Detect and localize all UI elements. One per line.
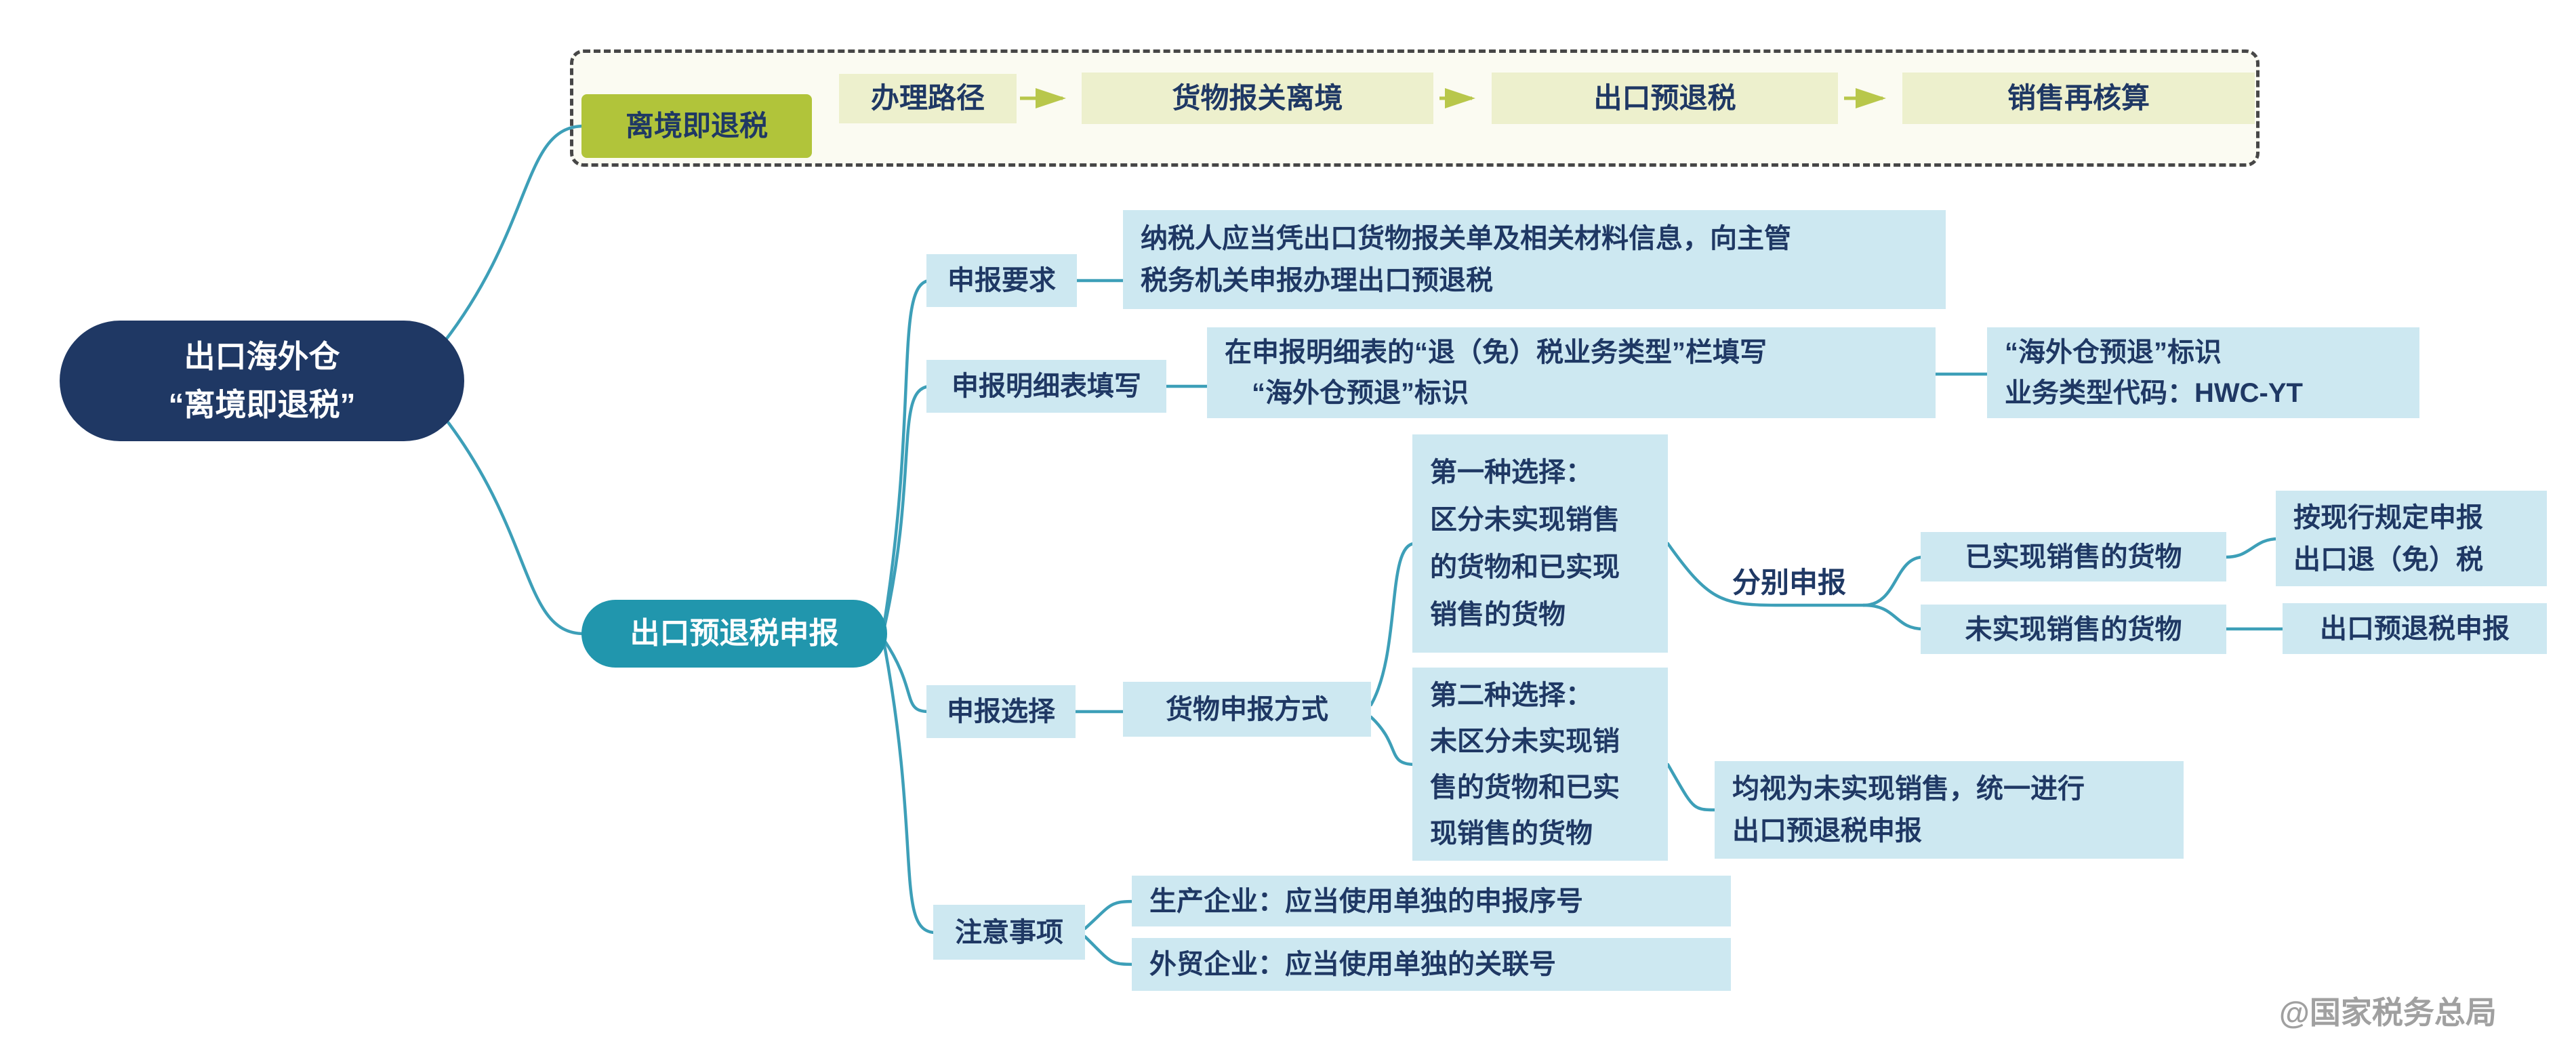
choice-option-1: 第一种选择： 区分未实现销售 的货物和已实现 销售的货物 [1412,434,1668,653]
note-production-enterprise: 生产企业：应当使用单独的申报序号 [1132,876,1731,926]
option-2-action: 均视为未实现销售，统一进行 出口预退税申报 [1715,761,2184,859]
realized-goods-action: 按现行规定申报 出口退（免）税 [2276,491,2547,586]
choice-option-2: 第二种选择： 未区分未实现销 售的货物和已实 现销售的货物 [1412,668,1668,861]
process-branch-node: 离境即退税 [581,94,812,158]
form-fill-detail: 在申报明细表的“退（免）税业务类型”栏填写 “海外仓预退”标识 [1207,327,1936,418]
form-code-detail: “海外仓预退”标识 业务类型代码：HWC-YT [1987,327,2419,418]
realized-goods-label: 已实现销售的货物 [1921,532,2226,581]
note-trade-enterprise: 外贸企业：应当使用单独的关联号 [1132,938,1731,991]
notes-label: 注意事项 [933,905,1085,960]
goods-declare-method: 货物申报方式 [1123,682,1371,737]
declare-branch-node: 出口预退税申报 [581,600,887,668]
process-step-3: 销售再核算 [1902,73,2255,124]
form-fill-label: 申报明细表填写 [926,360,1166,413]
requirement-detail: 纳税人应当凭出口货物报关单及相关材料信息，向主管 税务机关申报办理出口预退税 [1123,210,1946,309]
requirement-label: 申报要求 [926,254,1077,307]
separate-declare-label: 分别申报 [1732,567,1846,599]
process-path-label: 办理路径 [839,74,1017,123]
choice-label: 申报选择 [926,685,1076,738]
unrealized-goods-action: 出口预退税申报 [2283,603,2547,654]
watermark-source: @国家税务总局 [2279,995,2497,1030]
unrealized-goods-label: 未实现销售的货物 [1921,605,2226,654]
root-node: 出口海外仓 “离境即退税” [60,321,464,441]
process-step-1: 货物报关离境 [1082,73,1433,124]
process-step-2: 出口预退税 [1492,73,1838,124]
